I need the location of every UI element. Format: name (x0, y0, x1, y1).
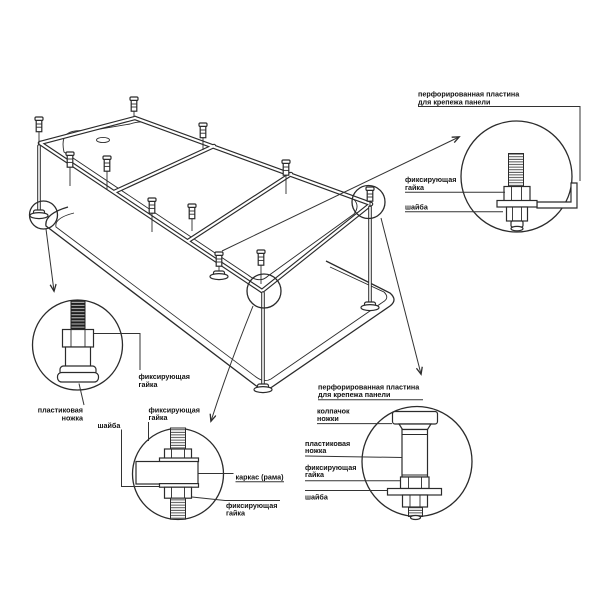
label-plate-title-line2: для крепежа панели (418, 98, 490, 107)
callout-bottom-center: шайба фиксирующая гайка каркас (рама) фи… (98, 406, 285, 521)
washer (496, 199, 538, 208)
tub-base-rim (45, 206, 395, 390)
callout-bottom-left: фиксирующая гайка пластиковая ножка (31, 299, 190, 423)
frame-tube (135, 460, 199, 485)
threaded-stud (508, 153, 524, 187)
upper-threaded-stud (170, 427, 186, 450)
label-fixing-nut-line1: фиксирующая (139, 372, 190, 381)
label-plastic-foot-line1: пластиковая (305, 439, 350, 448)
label-plate-title-line1: перфорированная пластина (318, 383, 420, 392)
plastic-foot-leader (304, 455, 403, 458)
label-fixing-nut-line1: фиксирующая (405, 175, 456, 184)
label-fixing-nut-bottom-line1: фиксирующая (226, 501, 277, 510)
label-washer: шайба (405, 203, 429, 212)
stud-tip-end (510, 225, 524, 232)
fixing-nut-leader (94, 333, 141, 370)
stud-with-plate-detail (496, 153, 578, 232)
label-foot-cap-line1: колпачок (317, 407, 350, 416)
label-fixing-nut-line2: гайка (305, 470, 325, 479)
label-fixing-nut-line2: гайка (139, 380, 159, 389)
highlight-circle-right (351, 184, 386, 220)
main-frame-drawing (28, 96, 460, 421)
highlight-circle-front (246, 273, 282, 309)
label-fixing-nut-bottom-line2: гайка (226, 509, 246, 518)
arrow-to-bottom-right-callout (380, 217, 421, 374)
threaded-tip-end (409, 514, 422, 521)
label-fixing-nut-top-line1: фиксирующая (149, 406, 200, 415)
highlight-circle-left (28, 200, 59, 230)
lower-nut (505, 206, 529, 222)
label-washer: шайба (305, 493, 329, 502)
label-plate-title-line1: перфорированная пластина (418, 90, 520, 99)
foot-flange-base (56, 371, 100, 383)
arrow-to-bottom-center-callout (211, 305, 254, 421)
label-frame: каркас (рама) (236, 473, 285, 482)
washer (386, 487, 443, 496)
plastic-foot-leader (78, 383, 85, 406)
pointer-arrows (45, 137, 459, 421)
label-plastic-foot-line2: ножка (62, 414, 84, 423)
fixing-nut (61, 328, 95, 348)
fixing-nut (399, 476, 430, 490)
plastic-foot-detail (56, 300, 100, 383)
label-plastic-foot-line2: ножка (305, 446, 327, 455)
frame-tubes (37, 115, 374, 294)
lower-fixing-nut (163, 486, 193, 499)
lower-threaded-stud (170, 497, 186, 520)
callout-circle (31, 299, 124, 391)
label-washer: шайба (98, 421, 122, 430)
lower-nut (401, 494, 429, 508)
foot-body (401, 428, 429, 478)
arrow-to-top-right-callout (221, 137, 459, 252)
threaded-stud (70, 300, 86, 332)
stud-through-frame-detail (135, 427, 200, 520)
label-plate-title-line2: для крепежа панели (318, 390, 390, 399)
washer-leader (121, 429, 159, 487)
fixing-nut-bottom-leader (191, 496, 280, 501)
drain-hole (96, 136, 110, 144)
foot-cap-neck (397, 423, 433, 431)
callout-circle (460, 120, 573, 233)
callout-bottom-right: перфорированная пластина для крепежа пан… (304, 383, 473, 521)
foot-body (64, 346, 92, 368)
plate-title-leader (418, 106, 581, 181)
foot-with-cap-detail (386, 410, 443, 521)
label-fixing-nut-line2: гайка (405, 183, 425, 192)
fixing-nut (503, 185, 531, 202)
foot-cap (391, 410, 439, 425)
perforated-plate (536, 182, 578, 209)
label-fixing-nut-line1: фиксирующая (305, 463, 356, 472)
label-fixing-nut-top-line2: гайка (149, 413, 169, 422)
callout-top-right: перфорированная пластина для крепежа пан… (405, 90, 581, 233)
arrow-to-bottom-left-callout (45, 228, 54, 291)
label-foot-cap-line2: ножки (317, 414, 339, 423)
label-plastic-foot-line1: пластиковая (38, 406, 83, 415)
